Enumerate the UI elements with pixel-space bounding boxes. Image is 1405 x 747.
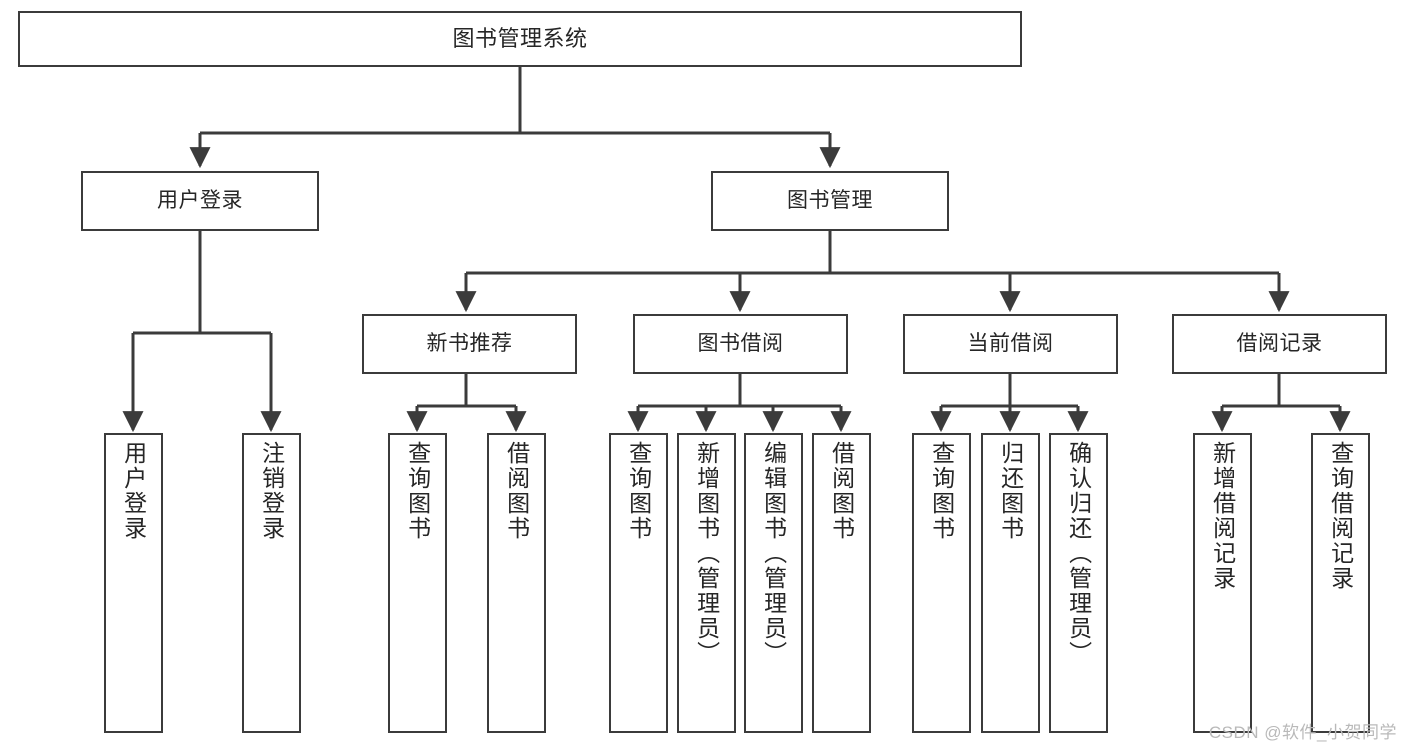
leaf-return-book-label: 归还图书: [997, 441, 1024, 541]
leaf-query-book-2[interactable]: 查询图书: [609, 433, 668, 733]
node-user-login-label: 用户登录: [157, 188, 243, 212]
leaf-user-login[interactable]: 用户登录: [104, 433, 163, 733]
leaf-query-record-label: 查询借阅记录: [1327, 441, 1354, 591]
leaf-borrow-book-1-label: 借阅图书: [503, 441, 530, 541]
node-borrow-record-label: 借阅记录: [1236, 331, 1323, 355]
node-book-management[interactable]: 图书管理: [711, 171, 949, 231]
node-book-management-label: 图书管理: [787, 188, 873, 212]
leaf-query-book-1[interactable]: 查询图书: [388, 433, 447, 733]
leaf-add-book-label: 新增图书（管理员）: [693, 441, 720, 666]
leaf-confirm-return-label: 确认归还（管理员）: [1065, 441, 1092, 666]
node-current-borrow[interactable]: 当前借阅: [903, 314, 1118, 374]
leaf-edit-book-label: 编辑图书（管理员）: [760, 441, 787, 666]
leaf-query-book-3-label: 查询图书: [928, 441, 955, 541]
leaf-add-book[interactable]: 新增图书（管理员）: [677, 433, 736, 733]
leaf-edit-book[interactable]: 编辑图书（管理员）: [744, 433, 803, 733]
node-borrow-record[interactable]: 借阅记录: [1172, 314, 1387, 374]
leaf-query-book-2-label: 查询图书: [625, 441, 652, 541]
leaf-query-book-3[interactable]: 查询图书: [912, 433, 971, 733]
node-root[interactable]: 图书管理系统: [18, 11, 1022, 67]
leaf-borrow-book-1[interactable]: 借阅图书: [487, 433, 546, 733]
node-book-borrow-label: 图书借阅: [697, 331, 784, 355]
leaf-add-record-label: 新增借阅记录: [1209, 441, 1236, 591]
node-user-login[interactable]: 用户登录: [81, 171, 319, 231]
leaf-query-record[interactable]: 查询借阅记录: [1311, 433, 1370, 733]
leaf-user-login-label: 用户登录: [120, 441, 147, 541]
leaf-return-book[interactable]: 归还图书: [981, 433, 1040, 733]
leaf-add-record[interactable]: 新增借阅记录: [1193, 433, 1252, 733]
node-new-book-recommend-label: 新书推荐: [426, 331, 513, 355]
leaf-query-book-1-label: 查询图书: [404, 441, 431, 541]
leaf-borrow-book-2-label: 借阅图书: [828, 441, 855, 541]
leaf-confirm-return[interactable]: 确认归还（管理员）: [1049, 433, 1108, 733]
node-current-borrow-label: 当前借阅: [967, 331, 1054, 355]
leaf-logout-login[interactable]: 注销登录: [242, 433, 301, 733]
leaf-logout-login-label: 注销登录: [258, 441, 285, 541]
leaf-borrow-book-2[interactable]: 借阅图书: [812, 433, 871, 733]
node-book-borrow[interactable]: 图书借阅: [633, 314, 848, 374]
node-root-label: 图书管理系统: [452, 26, 588, 52]
node-new-book-recommend[interactable]: 新书推荐: [362, 314, 577, 374]
